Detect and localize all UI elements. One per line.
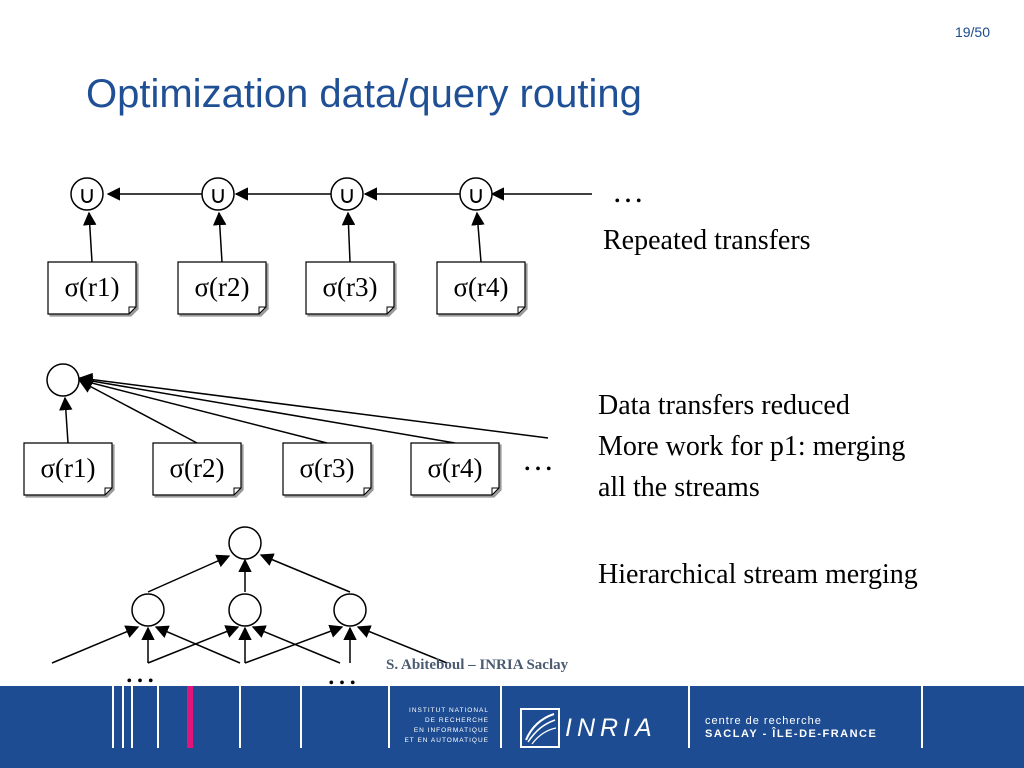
union-node: ∪ [459,177,493,211]
centre-label: centre de recherche [705,715,822,727]
selection-label: σ(r1) [64,272,119,302]
band-divider [388,686,390,748]
band-divider [921,686,923,748]
top-ellipsis: … [612,173,644,209]
bottom-diagram: … … [51,526,448,690]
merge-node [333,593,367,627]
merge-node [228,593,262,627]
selection-box: σ(r1) [47,261,137,315]
band-divider [500,686,502,748]
caption-line: all the streams [598,472,760,503]
tree-arrow [356,625,448,664]
routing-diagram: ∪ ∪ ∪ ∪ … σ(r1) σ(r2) σ(r3) [23,173,644,690]
selection-label: σ(r2) [194,272,249,302]
stream-arrow [78,380,198,444]
footer-credit: S. Abiteboul – INRIA Saclay [386,657,569,673]
caption-line: Data transfers reduced [598,390,850,421]
selection-label: σ(r4) [427,453,482,483]
union-symbol: ∪ [338,183,356,209]
selection-arrow [471,211,485,263]
union-symbol: ∪ [467,183,485,209]
institut-line: DE RECHERCHE [424,717,489,724]
inria-logo-icon [520,708,560,748]
selection-label: σ(r3) [322,272,377,302]
union-symbol: ∪ [78,183,96,209]
selection-box: σ(r3) [282,442,372,496]
band-accent [187,686,193,748]
union-node: ∪ [70,177,104,211]
tree-arrow [251,625,341,664]
institut-line: ET EN AUTOMATIQUE [404,737,489,744]
caption-merging: Data transfers reduced More work for p1:… [598,385,905,508]
selection-arrow [83,211,97,263]
band-divider [131,686,133,748]
selection-box: σ(r1) [23,442,113,496]
selection-arrow [213,211,227,263]
stream-arrow [59,396,73,444]
merge-node [131,593,165,627]
band-divider [300,686,302,748]
union-node: ∪ [330,177,364,211]
tree-arrow [51,625,140,664]
selection-label: σ(r1) [40,453,95,483]
institut-line: EN INFORMATIQUE [413,727,489,734]
union-node: ∪ [201,177,235,211]
stream-arrow [78,376,328,444]
page-number: 19/50 [954,24,990,40]
selection-label: σ(r3) [299,453,354,483]
band-divider [157,686,159,748]
institut-label: INSTITUT NATIONAL DE RECHERCHE EN INFORM… [394,706,489,746]
selection-box: σ(r4) [410,442,500,496]
top-diagram: ∪ ∪ ∪ ∪ … σ(r1) σ(r2) σ(r3) [47,173,644,315]
band-divider [688,686,690,748]
merge-node [46,363,80,397]
saclay-label: SACLAY - ÎLE-DE-FRANCE [705,728,878,740]
stream-arrow [78,372,549,439]
union-symbol: ∪ [209,183,227,209]
tree-arrow [147,554,231,593]
band-divider [122,686,124,748]
middle-ellipsis: … [522,441,554,477]
selection-label: σ(r4) [453,272,508,302]
slide-title: Optimization data/query routing [86,72,642,116]
tree-arrow [154,625,241,664]
caption-line: More work for p1: merging [598,431,906,462]
middle-diagram: σ(r1) σ(r2) σ(r3) σ(r4) … [23,363,554,496]
tree-arrow [147,625,240,664]
inria-brand: INRIA [565,714,657,742]
stream-arrow [78,374,456,444]
selection-arrow [341,211,356,263]
selection-box: σ(r2) [177,261,267,315]
caption-repeated-transfers: Repeated transfers [603,225,811,256]
band-divider [112,686,114,748]
selection-box: σ(r2) [152,442,242,496]
selection-box: σ(r3) [305,261,395,315]
caption-hierarchical-merging: Hierarchical stream merging [598,559,918,590]
tree-arrow [244,624,344,664]
root-merge-node [228,526,262,560]
selection-box: σ(r4) [436,261,526,315]
tree-arrow [259,553,351,593]
selection-label: σ(r2) [169,453,224,483]
institut-line: INSTITUT NATIONAL [409,707,489,714]
band-divider [239,686,241,748]
bottom-ellipsis: … [326,655,358,690]
footer-band: INSTITUT NATIONAL DE RECHERCHE EN INFORM… [0,686,1024,768]
bottom-ellipsis: … [124,653,156,689]
